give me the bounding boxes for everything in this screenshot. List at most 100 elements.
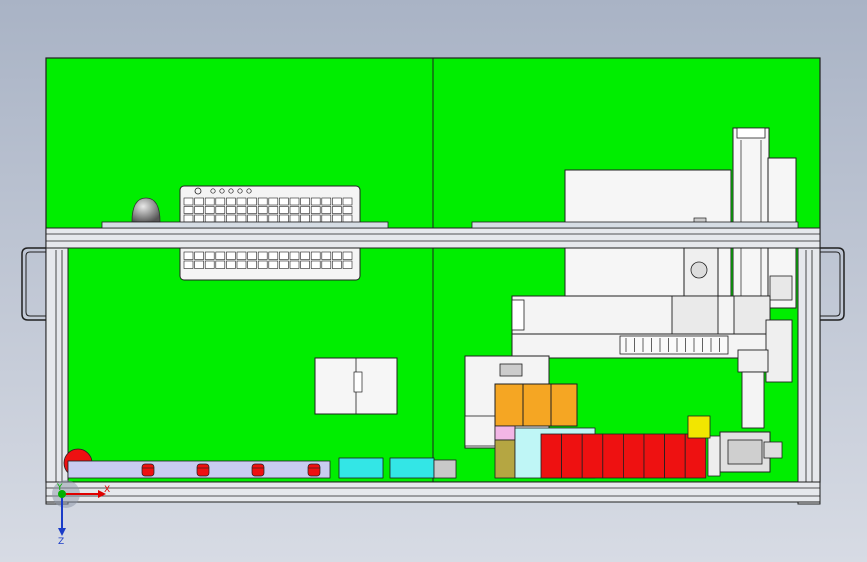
key <box>310 197 321 206</box>
key <box>236 214 247 223</box>
key <box>257 206 268 214</box>
right-handle <box>820 247 845 321</box>
red-bin <box>602 433 624 479</box>
key <box>247 260 257 269</box>
key <box>236 251 247 260</box>
key <box>226 214 236 223</box>
key <box>268 251 279 260</box>
key <box>342 214 353 223</box>
key <box>332 251 342 260</box>
key <box>289 197 300 206</box>
key <box>257 260 268 269</box>
key <box>300 260 310 269</box>
z-shaft <box>741 371 765 429</box>
mouse <box>131 197 161 223</box>
orange-trays <box>494 383 578 427</box>
key <box>289 251 300 260</box>
key <box>183 260 194 269</box>
key <box>215 214 226 223</box>
key <box>247 197 257 206</box>
key <box>300 206 310 214</box>
key <box>268 206 279 214</box>
red-button <box>307 463 321 477</box>
key <box>183 197 194 206</box>
y-axis-label: Y <box>56 483 63 493</box>
key <box>300 214 310 223</box>
key <box>215 197 226 206</box>
red-bin <box>623 433 645 479</box>
keyboard-keys-upper <box>183 197 353 223</box>
key <box>247 251 257 260</box>
z-axis-label: Z <box>58 537 64 547</box>
key <box>289 206 300 214</box>
cyan-box-2 <box>389 457 435 479</box>
coordinate-triad: X Y Z <box>52 480 110 547</box>
key <box>279 260 289 269</box>
key <box>215 206 226 214</box>
key <box>236 260 247 269</box>
key <box>321 260 332 269</box>
red-bin <box>581 433 604 479</box>
key <box>289 260 300 269</box>
key <box>310 214 321 223</box>
key <box>268 260 279 269</box>
key <box>268 214 279 223</box>
key <box>321 251 332 260</box>
red-bin <box>561 433 583 479</box>
key <box>194 251 204 260</box>
key <box>204 251 215 260</box>
key <box>321 197 332 206</box>
key <box>236 197 247 206</box>
key <box>183 206 194 214</box>
key <box>342 197 353 206</box>
machine-assembly[interactable] <box>21 57 845 505</box>
red-button <box>196 463 210 477</box>
red-button <box>141 463 155 477</box>
red-bins <box>540 433 707 479</box>
cable-chain <box>619 335 729 355</box>
key <box>332 206 342 214</box>
key <box>226 260 236 269</box>
key <box>194 206 204 214</box>
key <box>194 197 204 206</box>
key <box>257 251 268 260</box>
left-handle-inner <box>25 251 46 317</box>
key <box>215 251 226 260</box>
key <box>300 197 310 206</box>
key <box>183 251 194 260</box>
key <box>332 197 342 206</box>
top-rail <box>45 227 821 249</box>
key <box>279 206 289 214</box>
key <box>289 214 300 223</box>
key <box>310 206 321 214</box>
key <box>257 214 268 223</box>
y-axis-marker <box>58 490 66 498</box>
linear-module <box>511 295 771 335</box>
key <box>279 197 289 206</box>
x-axis-label: X <box>104 485 110 495</box>
key <box>300 251 310 260</box>
key <box>194 260 204 269</box>
cyan-box-1 <box>338 457 384 479</box>
key <box>204 214 215 223</box>
right-frame-post <box>797 227 821 505</box>
key <box>215 260 226 269</box>
keyboard-keys-lower <box>183 251 353 269</box>
right-handle-inner <box>820 251 841 317</box>
key <box>268 197 279 206</box>
left-handle <box>21 247 46 321</box>
key <box>226 197 236 206</box>
key <box>183 214 194 223</box>
key <box>310 260 321 269</box>
red-buttons <box>141 463 321 477</box>
yellow-block <box>687 415 711 439</box>
z-carriage <box>737 349 769 373</box>
key <box>204 197 215 206</box>
key <box>332 260 342 269</box>
red-bin <box>684 433 707 479</box>
key <box>321 206 332 214</box>
key <box>279 214 289 223</box>
key <box>204 206 215 214</box>
key <box>204 260 215 269</box>
